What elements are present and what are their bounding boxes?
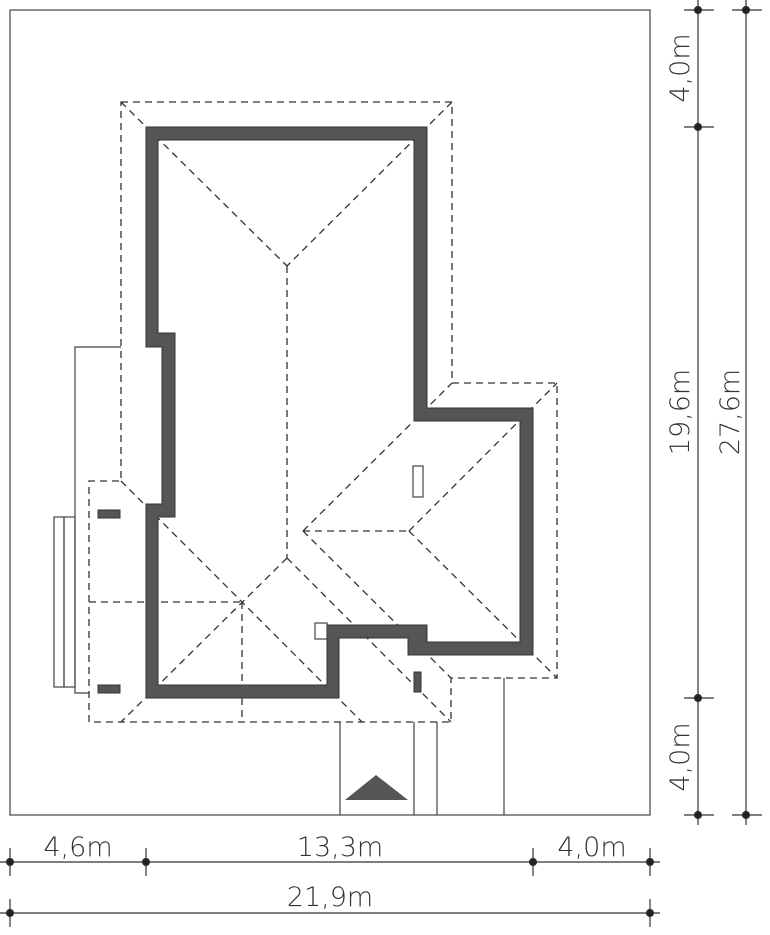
dim-right-top: 4,0m — [665, 33, 696, 102]
house-walls — [145, 126, 534, 699]
dim-right-total: 27,6m — [715, 369, 746, 455]
entrance-arrow-icon — [345, 775, 408, 800]
dim-bottom-right: 4,0m — [557, 832, 626, 863]
right-dimensions — [684, 0, 762, 825]
column — [97, 684, 121, 694]
column — [97, 509, 121, 519]
driveway — [339, 678, 505, 815]
chimney — [412, 465, 424, 498]
dim-right-middle: 19,6m — [665, 369, 696, 455]
bottom-dimensions — [0, 848, 660, 927]
dim-bottom-left: 4,6m — [43, 832, 112, 863]
plot-boundary — [9, 9, 651, 816]
pillar — [314, 622, 328, 640]
dim-bottom-total: 21,9m — [287, 882, 373, 913]
terrace — [53, 346, 121, 694]
column — [413, 671, 422, 693]
dim-bottom-middle: 13,3m — [297, 832, 383, 863]
dim-right-bottom: 4,0m — [665, 722, 696, 791]
